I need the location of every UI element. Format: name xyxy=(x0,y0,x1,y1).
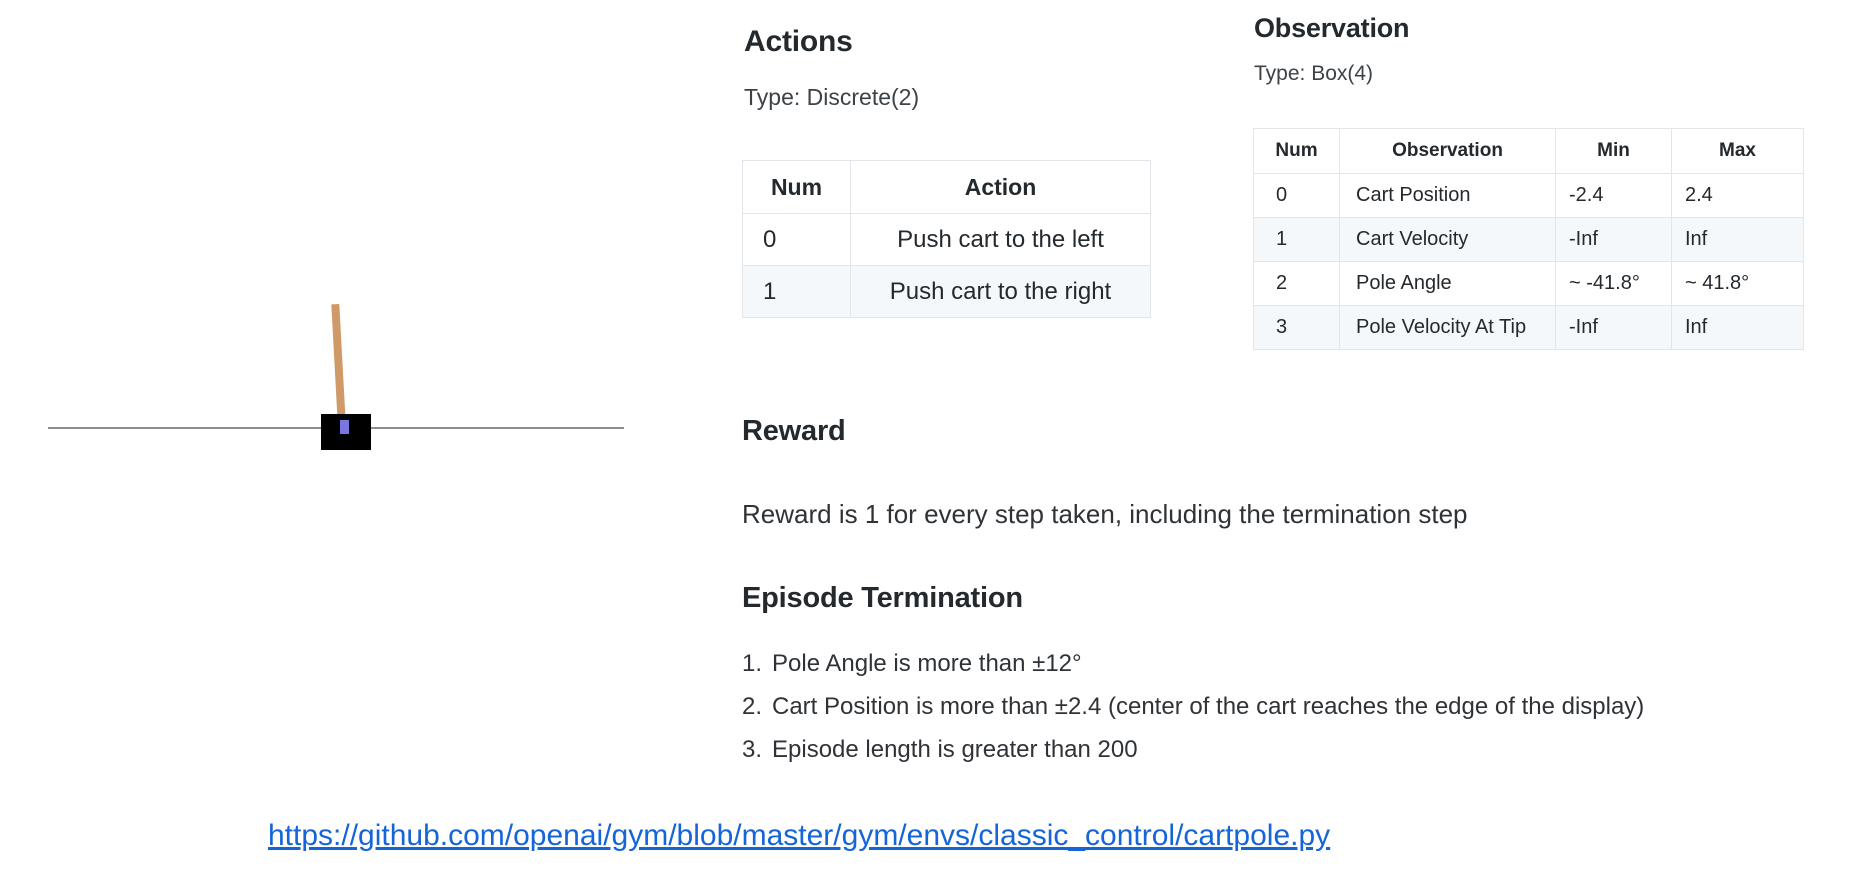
table-row: 3 Pole Velocity At Tip -Inf Inf xyxy=(1253,305,1804,350)
actions-type-label: Type: Discrete(2) xyxy=(744,84,920,110)
actions-col-num: Num xyxy=(742,160,851,214)
observation-cell-num: 3 xyxy=(1253,305,1340,350)
actions-cell-action: Push cart to the right xyxy=(850,265,1151,318)
observation-cell-min: -Inf xyxy=(1555,305,1672,350)
observation-cell-num: 1 xyxy=(1253,217,1340,262)
observation-type-label: Type: Box(4) xyxy=(1254,62,1374,85)
observation-cell-name: Cart Position xyxy=(1339,173,1556,218)
table-row: 1 Push cart to the right xyxy=(742,265,1151,318)
list-item: 1. Pole Angle is more than ±12° xyxy=(742,650,1822,678)
actions-cell-num: 1 xyxy=(742,265,851,318)
actions-col-action: Action xyxy=(850,160,1151,214)
observation-table: Num Observation Min Max 0 Cart Position … xyxy=(1253,128,1804,350)
table-row: 1 Cart Velocity -Inf Inf xyxy=(1253,217,1804,262)
observation-cell-min: -2.4 xyxy=(1555,173,1672,218)
observation-cell-max: 2.4 xyxy=(1671,173,1804,218)
list-item: 3. Episode length is greater than 200 xyxy=(742,736,1822,764)
list-item-number: 3. xyxy=(742,736,763,763)
observation-cell-min: ~ -41.8° xyxy=(1555,261,1672,306)
table-header-row: Num Action xyxy=(742,160,1151,214)
reward-heading: Reward xyxy=(742,415,846,447)
observation-cell-num: 2 xyxy=(1253,261,1340,306)
table-header-row: Num Observation Min Max xyxy=(1253,128,1804,174)
source-url-link[interactable]: https://github.com/openai/gym/blob/maste… xyxy=(268,819,1331,852)
episode-termination-heading: Episode Termination xyxy=(742,582,1023,614)
observation-col-max: Max xyxy=(1671,128,1804,174)
observation-cell-name: Pole Angle xyxy=(1339,261,1556,306)
actions-cell-action: Push cart to the left xyxy=(850,213,1151,266)
table-row: 0 Push cart to the left xyxy=(742,213,1151,266)
observation-cell-min: -Inf xyxy=(1555,217,1672,262)
list-item-number: 2. xyxy=(742,693,763,720)
actions-cell-num: 0 xyxy=(742,213,851,266)
actions-table: Num Action 0 Push cart to the left 1 Pus… xyxy=(742,160,1151,318)
list-item-number: 1. xyxy=(742,650,763,677)
observation-cell-max: ~ 41.8° xyxy=(1671,261,1804,306)
observation-cell-max: Inf xyxy=(1671,305,1804,350)
observation-col-min: Min xyxy=(1555,128,1672,174)
observation-cell-num: 0 xyxy=(1253,173,1340,218)
cartpole-environment-illustration xyxy=(0,0,700,800)
observation-col-observation: Observation xyxy=(1339,128,1556,174)
observation-cell-max: Inf xyxy=(1671,217,1804,262)
observation-heading: Observation xyxy=(1254,13,1410,43)
table-row: 2 Pole Angle ~ -41.8° ~ 41.8° xyxy=(1253,261,1804,306)
list-item-text: Pole Angle is more than ±12° xyxy=(772,650,1082,677)
observation-col-num: Num xyxy=(1253,128,1340,174)
list-item: 2. Cart Position is more than ±2.4 (cente… xyxy=(742,693,1822,721)
actions-heading: Actions xyxy=(744,25,853,58)
pole-axle-icon xyxy=(340,420,349,434)
episode-termination-list: 1. Pole Angle is more than ±12° 2. Cart Po… xyxy=(742,650,1822,779)
reward-description: Reward is 1 for every step taken, includ… xyxy=(742,499,1468,529)
list-item-text: Episode length is greater than 200 xyxy=(772,736,1138,763)
observation-cell-name: Cart Velocity xyxy=(1339,217,1556,262)
observation-cell-name: Pole Velocity At Tip xyxy=(1339,305,1556,350)
table-row: 0 Cart Position -2.4 2.4 xyxy=(1253,173,1804,218)
list-item-text: Cart Position is more than ±2.4 (center … xyxy=(772,693,1645,720)
